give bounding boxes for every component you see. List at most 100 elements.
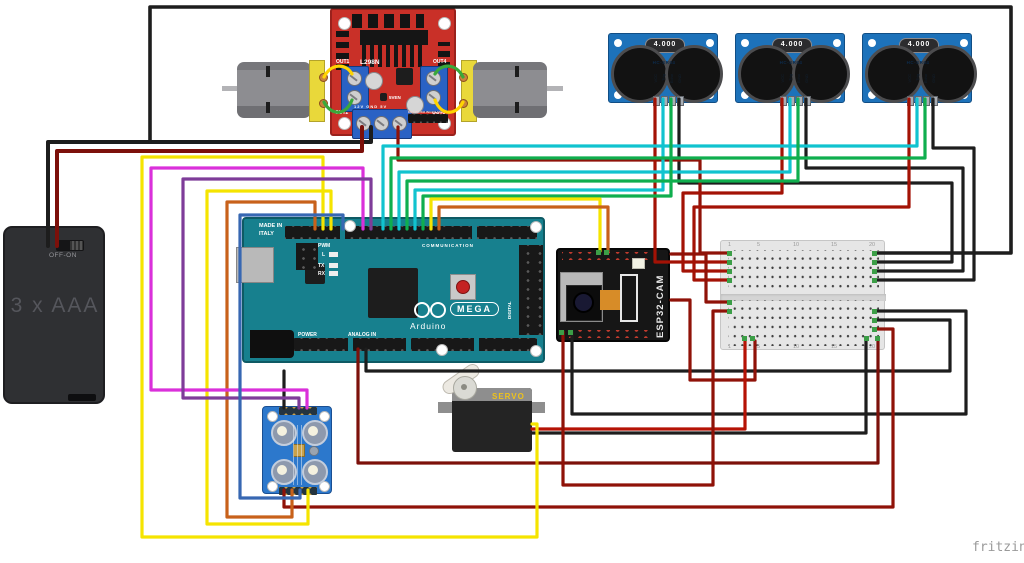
breadboard-contact bbox=[742, 336, 747, 341]
ultrasonic-sensor-3[interactable]: 4.000 HC-SR04 VCC Trig Echo GND bbox=[862, 33, 977, 106]
pcb-traces bbox=[293, 425, 305, 485]
column-label: 10 bbox=[793, 344, 800, 350]
ultrasonic-sensor-1[interactable]: 4.000 HC-SR04 VCC Trig Echo GND bbox=[608, 33, 723, 106]
bottom-pin-header[interactable] bbox=[562, 330, 648, 338]
pin-label: Trig bbox=[915, 74, 920, 81]
dc-motor-left[interactable] bbox=[222, 60, 328, 122]
pin-label: Echo bbox=[923, 74, 928, 84]
color-sensor-module[interactable] bbox=[262, 406, 332, 495]
ultrasonic1-gnd-wire[interactable] bbox=[677, 97, 954, 264]
jumper-label: 5VEN bbox=[389, 95, 401, 100]
breadboard-contact bbox=[875, 336, 880, 341]
led-l-label: L bbox=[322, 252, 326, 258]
dc-motor-right[interactable] bbox=[459, 60, 563, 122]
header-gap bbox=[474, 338, 479, 351]
battery-label: 3 x AAA bbox=[10, 294, 100, 317]
motor-vent bbox=[266, 66, 270, 77]
column-label: 20 bbox=[869, 242, 876, 248]
servo-gnd-wire[interactable] bbox=[530, 339, 868, 435]
usb-port[interactable] bbox=[236, 247, 274, 283]
reset-button[interactable] bbox=[456, 280, 470, 294]
motor-terminal[interactable] bbox=[459, 73, 468, 82]
pin-label: Trig bbox=[788, 74, 793, 81]
flash-led bbox=[632, 258, 645, 269]
servo-tab bbox=[438, 402, 453, 413]
ultrasonic-sensor-2[interactable]: 4.000 HC-SR04 VCC Trig Echo GND bbox=[735, 33, 850, 106]
screw-icon bbox=[374, 116, 389, 131]
motor-terminal[interactable] bbox=[319, 73, 328, 82]
camera-lens-icon bbox=[573, 292, 594, 313]
motor-terminal[interactable] bbox=[459, 99, 468, 108]
pin-label: GND bbox=[677, 74, 682, 83]
breadboard-contact bbox=[872, 251, 877, 256]
pin-label: Trig bbox=[661, 74, 666, 81]
column-label: 1 bbox=[728, 242, 732, 248]
jumper-5ven[interactable] bbox=[380, 93, 387, 101]
breadboard-holes-top[interactable] bbox=[728, 250, 879, 296]
breadboard-contact bbox=[872, 327, 877, 332]
l298n-motor-driver[interactable]: L298N OUT1 OUT2 OUT4 OUT3 12V GND 5V 5VE… bbox=[330, 8, 456, 139]
power-jack[interactable] bbox=[250, 330, 294, 358]
trig-pin[interactable] bbox=[661, 96, 668, 106]
icsp-header[interactable] bbox=[296, 243, 318, 270]
trig-pin[interactable] bbox=[915, 96, 922, 106]
echo-pin[interactable] bbox=[669, 96, 676, 106]
pin-label: VCC bbox=[907, 74, 912, 83]
sensor-chip-label: HC-SR04 bbox=[652, 60, 676, 65]
echo-pin[interactable] bbox=[923, 96, 930, 106]
center-channel bbox=[721, 294, 886, 301]
switch-knob bbox=[70, 241, 83, 250]
top-pin-header[interactable] bbox=[562, 252, 648, 260]
arduino-mega[interactable]: MADE IN ITALY DIGITAL PWM L TX RX COMMUN… bbox=[236, 217, 545, 363]
logo-icon bbox=[309, 446, 319, 456]
vcc-pin[interactable] bbox=[653, 96, 660, 106]
sensor-chip-label: HC-SR04 bbox=[779, 60, 803, 65]
battery-clip bbox=[68, 394, 96, 401]
battery-holder[interactable]: OFF-ON 3 x AAA bbox=[3, 226, 105, 404]
mega-logo-label: MEGA bbox=[450, 302, 499, 316]
gnd-pin[interactable] bbox=[804, 96, 811, 106]
column-label: 5 bbox=[757, 242, 761, 248]
input-pin-header[interactable] bbox=[408, 114, 448, 123]
digital-side-header[interactable] bbox=[519, 245, 543, 335]
esp32-cam[interactable]: ESP32-CAM bbox=[556, 248, 670, 342]
esp-pin-contact bbox=[568, 330, 573, 335]
gnd-pin[interactable] bbox=[677, 96, 684, 106]
header-gap bbox=[472, 226, 477, 239]
breadboard[interactable]: 1 5 10 15 20 1 5 10 15 20 bbox=[720, 240, 886, 350]
bottom-pin-header[interactable] bbox=[279, 487, 317, 495]
digital-pin-header[interactable] bbox=[285, 226, 537, 239]
mount-hole-icon bbox=[960, 39, 968, 47]
vcc-pin[interactable] bbox=[907, 96, 914, 106]
trig-pin[interactable] bbox=[788, 96, 795, 106]
pin-label: VCC bbox=[780, 74, 785, 83]
top-pin-header[interactable] bbox=[279, 407, 317, 415]
motor-vent bbox=[515, 102, 519, 113]
echo-pin[interactable] bbox=[796, 96, 803, 106]
mount-hole-icon bbox=[530, 345, 542, 357]
servo-power-wire[interactable] bbox=[530, 339, 747, 431]
screw-icon bbox=[347, 90, 362, 105]
pin-label: GND bbox=[804, 74, 809, 83]
ultrasonic1-vcc-wire[interactable] bbox=[653, 97, 731, 264]
power-analog-pin-header[interactable] bbox=[285, 338, 537, 351]
esp-pin-contact bbox=[596, 250, 601, 255]
out1-label: OUT1 bbox=[336, 59, 350, 65]
made-in-label: MADE IN bbox=[259, 223, 283, 229]
esp32-cam-label: ESP32-CAM bbox=[655, 274, 666, 338]
ultrasonic3-gnd-wire[interactable] bbox=[872, 97, 976, 282]
led-rx bbox=[329, 271, 338, 276]
micro-servo[interactable]: SERVO bbox=[436, 361, 548, 454]
ultrasonic2-trig-wire[interactable] bbox=[397, 97, 792, 231]
screw-icon bbox=[356, 116, 371, 131]
mount-hole-icon bbox=[614, 39, 622, 47]
arduino-logo-icon bbox=[430, 302, 446, 318]
gnd-pin[interactable] bbox=[931, 96, 938, 106]
mount-hole-icon bbox=[833, 39, 841, 47]
led-l bbox=[329, 252, 338, 257]
vcc-pin[interactable] bbox=[780, 96, 787, 106]
motor-terminal[interactable] bbox=[319, 99, 328, 108]
power-switch[interactable] bbox=[56, 240, 84, 251]
breadboard-contact bbox=[727, 309, 732, 314]
